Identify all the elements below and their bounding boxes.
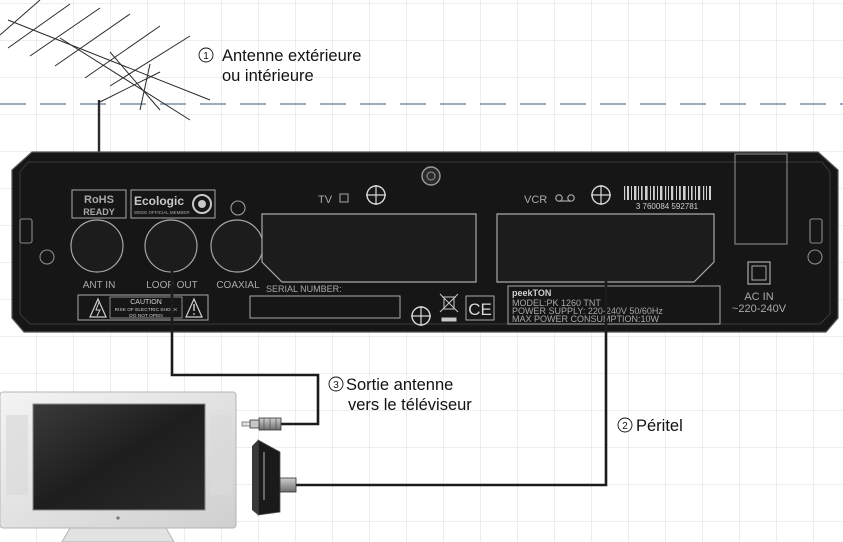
max-power-text: MAX POWER CONSUMPTION:10W (512, 314, 660, 324)
weee-bin-icon (439, 293, 459, 322)
ac-voltage-label: ~220-240V (732, 303, 787, 315)
caution-label: CAUTION RISK OF ELECTRIC SHOCK DO NOT OP… (77, 294, 209, 321)
tv-scart-port: TV (261, 185, 477, 283)
barcode-digits: 3 760084 592781 (636, 202, 699, 211)
callout-number-1-badge (198, 47, 214, 63)
ant-in-connector: ANT IN (70, 219, 124, 291)
callout-number-2: 2 (622, 421, 628, 432)
svg-text:RISK OF ELECTRIC SHOCK: RISK OF ELECTRIC SHOCK (115, 307, 178, 313)
callout-number-3-badge (328, 376, 344, 392)
svg-text:CAUTION: CAUTION (130, 299, 162, 306)
rating-plate: peekTON MODEL:PK 1260 TNT POWER SUPPLY: … (507, 285, 721, 325)
serial-number-label: SERIAL NUMBER: (266, 284, 342, 294)
peritel-callout-text: Péritel (636, 417, 683, 435)
antenna-callout-line1: Antenne extérieure (222, 47, 361, 65)
cables (170, 262, 608, 487)
peritel-cable (295, 262, 608, 487)
svg-text:DO NOT OPEN: DO NOT OPEN (129, 313, 163, 319)
coaxial-label: COAXIAL (216, 280, 260, 291)
brand-name: peekTON (512, 288, 551, 298)
callout-number-1: 1 (203, 51, 209, 62)
ce-mark-icon: CE (465, 295, 495, 321)
ecologic-logo: Ecologic WEEE OFFICIAL MEMBER (130, 189, 216, 219)
model-text: MODEL:PK 1260 TNT (512, 298, 601, 308)
scart-plug-icon (252, 439, 297, 516)
antenna-callout: 1 Antenne extérieure ou intérieure (198, 47, 361, 85)
vcr-label: VCR (524, 194, 547, 206)
svg-text:Ecologic: Ecologic (134, 194, 184, 208)
rohs-badge: RoHS READY (71, 189, 127, 219)
exclamation-warning-icon (185, 297, 203, 318)
power-cord-housing (734, 153, 788, 245)
coaxial-connector: COAXIAL (210, 219, 264, 291)
svg-text:CE: CE (468, 300, 492, 319)
svg-text:READY: READY (83, 207, 115, 217)
power-supply-text: POWER SUPPLY: 220-240V 50/60Hz (512, 306, 663, 316)
receiver-back-panel: RoHS READY Ecologic WEEE OFFICIAL MEMBER… (11, 151, 839, 333)
peritel-callout: 2 Péritel (617, 417, 683, 435)
tv-out-callout-line2: vers le téléviseur (348, 396, 472, 414)
serial-number-field: SERIAL NUMBER: (249, 284, 401, 319)
ac-in-label: AC IN (744, 291, 773, 303)
ant-in-label: ANT IN (83, 280, 116, 291)
svg-text:RoHS: RoHS (84, 194, 114, 206)
svg-text:WEEE OFFICIAL MEMBER: WEEE OFFICIAL MEMBER (134, 210, 190, 215)
top-screw (421, 166, 441, 186)
callout-number-2-badge (617, 417, 633, 433)
callout-number-3: 3 (333, 380, 339, 391)
ground-screw (411, 306, 431, 326)
tv-out-callout: 3 Sortie antenne vers le téléviseur (328, 376, 472, 414)
ac-in-socket: AC IN ~220-240V (732, 261, 787, 315)
tv-icon (0, 391, 237, 542)
tv-label: TV (318, 194, 333, 206)
loop-out-cable (170, 262, 320, 426)
warning-icon (89, 297, 107, 318)
antenna-icon (0, 0, 211, 240)
antenna-callout-line2: ou intérieure (222, 67, 314, 85)
barcode: 3 760084 592781 (622, 186, 712, 211)
vcr-scart-port: VCR (496, 185, 715, 283)
tv-out-callout-line1: Sortie antenne (346, 376, 453, 394)
coax-plug-icon (241, 417, 282, 431)
